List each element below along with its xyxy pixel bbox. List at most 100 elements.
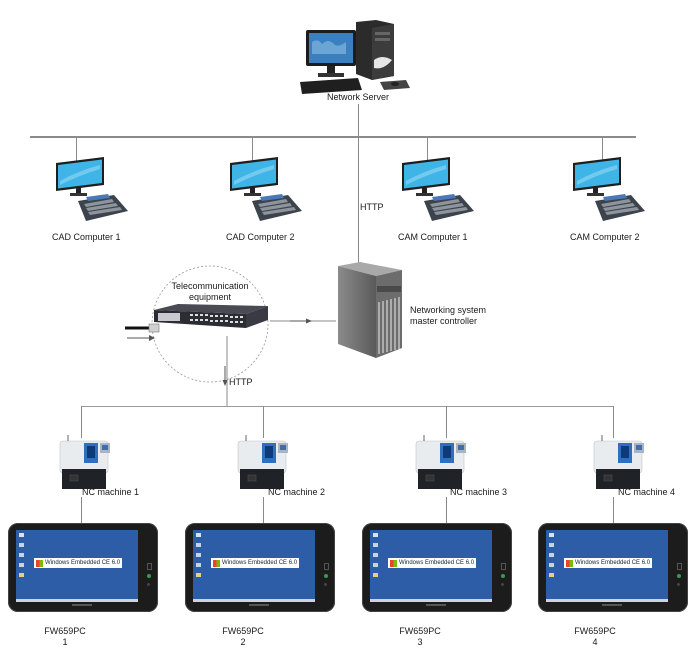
- taskbar: [546, 599, 668, 602]
- os-splash-banner: Windows Embedded CE 6.0: [388, 558, 477, 568]
- cnc-lathe-icon: [59, 435, 110, 489]
- panel-pc-device[interactable]: Windows Embedded CE 6.0: [362, 523, 512, 612]
- panel-index: 2: [240, 637, 246, 647]
- power-led-icon: [501, 574, 505, 578]
- os-splash-text: Windows Embedded CE 6.0: [575, 560, 651, 566]
- controller-label-line1: Networking system: [410, 305, 487, 315]
- os-splash-banner: Windows Embedded CE 6.0: [34, 558, 123, 568]
- power-led-icon: [324, 574, 328, 578]
- desktop-icons: [19, 533, 25, 583]
- panel-pc-label: FW659PC 1: [40, 626, 90, 648]
- panel-pc-label: FW659PC 4: [570, 626, 620, 648]
- computer-label: CAM Computer 2: [570, 232, 640, 242]
- top-http-label: HTTP: [360, 202, 384, 212]
- desktop-computer-icon: [56, 157, 128, 221]
- cnc-lathe-icon: [237, 435, 288, 489]
- nc-machine-label: NC machine 2: [268, 487, 326, 497]
- panel-screen: Windows Embedded CE 6.0: [370, 530, 492, 602]
- button-icon: [147, 583, 150, 586]
- telecom-label-line2: equipment: [188, 292, 232, 302]
- controller-label-line2: master controller: [410, 316, 478, 326]
- brand-mark: [602, 604, 622, 606]
- computer-label: CAD Computer 1: [52, 232, 121, 242]
- panel-model: FW659PC: [574, 626, 616, 636]
- nc-to-panel-connector: [81, 497, 82, 523]
- top-network-bus: [30, 136, 636, 138]
- server-to-controller-connector: [358, 137, 359, 263]
- os-splash-banner: Windows Embedded CE 6.0: [564, 558, 653, 568]
- os-splash-banner: Windows Embedded CE 6.0: [211, 558, 300, 568]
- bus-drop-cad-2: [252, 137, 253, 161]
- desktop-computer-icon: [230, 157, 302, 221]
- panel-pc-label: FW659PC 3: [395, 626, 445, 648]
- windows-logo-icon: [390, 559, 397, 567]
- telecom-down-arrow: [222, 336, 228, 406]
- brand-mark: [426, 604, 446, 606]
- brand-mark: [249, 604, 269, 606]
- desktop-computer-icon: [402, 157, 474, 221]
- computer-label: CAM Computer 1: [398, 232, 468, 242]
- panel-index: 1: [62, 637, 68, 647]
- nc-to-panel-connector: [613, 497, 614, 523]
- panel-screen: Windows Embedded CE 6.0: [546, 530, 668, 602]
- ethernet-cable-icon: [125, 323, 160, 341]
- bus-drop-cam-2: [602, 137, 603, 161]
- cnc-lathe-icon: [593, 435, 644, 489]
- taskbar: [370, 599, 492, 602]
- panel-model: FW659PC: [399, 626, 441, 636]
- desktop-icons: [549, 533, 555, 583]
- computer-label: CAD Computer 2: [226, 232, 295, 242]
- bus-drop-cad-1: [76, 137, 77, 161]
- nc-machine-label: NC machine 4: [618, 487, 676, 497]
- panel-pc-device[interactable]: Windows Embedded CE 6.0: [8, 523, 158, 612]
- bus-drop-nc-3: [446, 406, 447, 438]
- windows-logo-icon: [213, 559, 220, 567]
- brand-mark: [72, 604, 92, 606]
- bottom-network-bus: [81, 406, 614, 407]
- device-indicator-icon: [147, 563, 152, 570]
- device-indicator-icon: [677, 563, 682, 570]
- telecom-label: Telecommunication equipment: [160, 281, 260, 303]
- device-indicator-icon: [501, 563, 506, 570]
- button-icon: [324, 583, 327, 586]
- controller-label: Networking system master controller: [410, 305, 486, 327]
- switch-to-controller-arrow: [270, 318, 336, 324]
- panel-model: FW659PC: [44, 626, 86, 636]
- network-switch-icon: [154, 304, 268, 328]
- nc-machine-label: NC machine 3: [450, 487, 508, 497]
- desktop-icons: [196, 533, 202, 583]
- power-led-icon: [147, 574, 151, 578]
- windows-logo-icon: [36, 559, 43, 567]
- bottom-http-label: HTTP: [229, 377, 253, 387]
- button-icon: [501, 583, 504, 586]
- bus-drop-nc-2: [263, 406, 264, 438]
- server-tower-icon: [338, 262, 402, 358]
- panel-pc-label: FW659PC 2: [218, 626, 268, 648]
- panel-screen: Windows Embedded CE 6.0: [193, 530, 315, 602]
- panel-screen: Windows Embedded CE 6.0: [16, 530, 138, 602]
- os-splash-text: Windows Embedded CE 6.0: [222, 560, 298, 566]
- server-to-bus-connector: [358, 104, 359, 136]
- panel-pc-device[interactable]: Windows Embedded CE 6.0: [538, 523, 688, 612]
- server-label: Network Server: [326, 92, 389, 102]
- button-icon: [677, 583, 680, 586]
- taskbar: [16, 599, 138, 602]
- taskbar: [193, 599, 315, 602]
- panel-index: 3: [417, 637, 423, 647]
- bus-drop-nc-4: [613, 406, 614, 438]
- server-computer-icon: [300, 20, 410, 94]
- nc-to-panel-connector: [263, 497, 264, 523]
- bus-drop-cam-1: [427, 137, 428, 161]
- panel-pc-device[interactable]: Windows Embedded CE 6.0: [185, 523, 335, 612]
- os-splash-text: Windows Embedded CE 6.0: [45, 560, 121, 566]
- panel-index: 4: [592, 637, 598, 647]
- nc-to-panel-connector: [446, 497, 447, 523]
- device-indicator-icon: [324, 563, 329, 570]
- nc-machine-label: NC machine 1: [82, 487, 140, 497]
- panel-model: FW659PC: [222, 626, 264, 636]
- power-led-icon: [677, 574, 681, 578]
- windows-logo-icon: [566, 559, 573, 567]
- desktop-computer-icon: [573, 157, 645, 221]
- telecom-label-line1: Telecommunication: [171, 281, 249, 291]
- bus-drop-nc-1: [81, 406, 82, 438]
